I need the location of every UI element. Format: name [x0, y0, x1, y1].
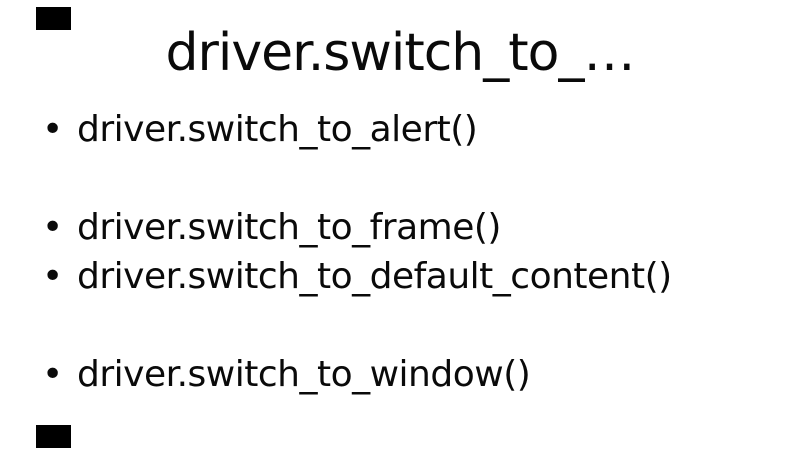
bullet-list: driver.switch_to_alert() driver.switch_to…: [40, 105, 790, 399]
bullet-item-window: driver.switch_to_window(): [40, 350, 790, 399]
bullet-item-frame: driver.switch_to_frame(): [40, 203, 790, 252]
bullet-item-alert: driver.switch_to_alert(): [40, 105, 790, 154]
slide-title: driver.switch_to_…: [165, 23, 636, 83]
bullet-item-default-content: driver.switch_to_default_content(): [40, 252, 790, 301]
corner-mark-bottom: [36, 425, 71, 448]
corner-mark-top: [36, 7, 71, 30]
bullet-spacer: [40, 154, 790, 203]
bullet-spacer: [40, 301, 790, 350]
